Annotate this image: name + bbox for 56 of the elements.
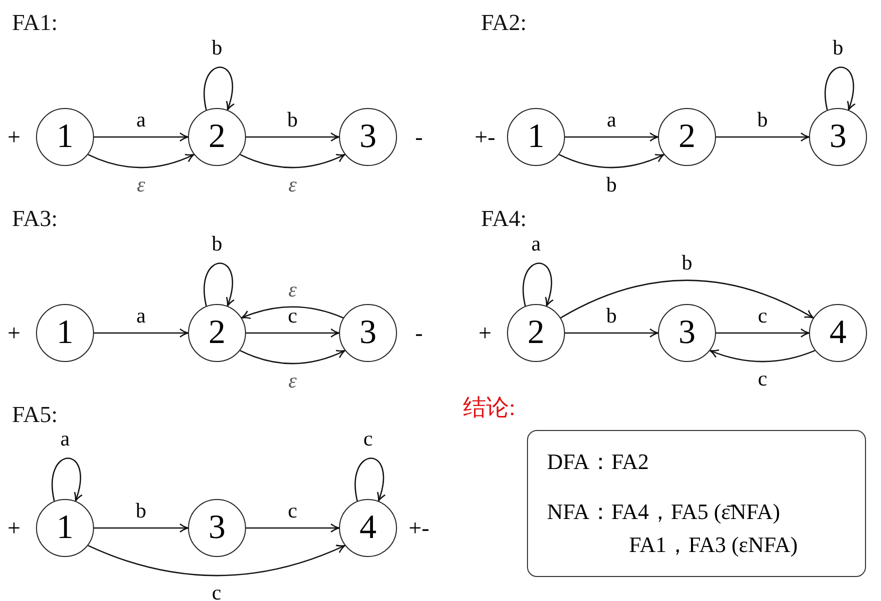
edge-label: ε — [136, 174, 146, 196]
edge-label: b — [136, 500, 146, 522]
conclusion-text: NFA：FA4，FA5 (ε̄NFA) FA1，FA3 (εNFA) — [547, 498, 799, 559]
state-circle: 2 — [188, 304, 246, 362]
edge-label: b — [212, 38, 222, 58]
edge-label: ε — [288, 174, 297, 196]
state-circle: 3 — [658, 304, 716, 362]
state-circle: 3 — [339, 304, 397, 362]
edge-label: b — [832, 38, 844, 58]
state-marker: +- — [474, 126, 496, 148]
automaton-label: FA4: — [481, 206, 527, 232]
edge-label: ε — [288, 279, 297, 300]
edge-label: c — [363, 428, 373, 450]
state-circle: 1 — [36, 108, 94, 166]
edge-label: a — [60, 428, 70, 450]
edge-label: a — [606, 110, 616, 130]
conclusion-text: DFA：FA2 — [547, 448, 649, 476]
state-marker: +- — [408, 516, 430, 540]
edge-label: b — [606, 306, 617, 326]
state-marker: - — [415, 322, 423, 344]
edge-label: a — [136, 110, 146, 130]
state-circle: 1 — [36, 304, 94, 362]
state-circle: 3 — [339, 108, 397, 166]
automaton-label: FA2: — [481, 10, 527, 36]
edge-label: a — [531, 234, 541, 254]
edge-label: c — [758, 306, 768, 326]
edge-label: b — [212, 234, 222, 254]
state-marker: + — [8, 322, 20, 344]
edge-label: b — [606, 174, 617, 196]
edge-label: b — [682, 252, 692, 274]
state-marker: + — [478, 322, 492, 344]
edge-label: b — [287, 110, 298, 130]
edge-label: ε — [288, 370, 297, 392]
conclusion-heading: 结论: — [463, 394, 516, 422]
state-marker: + — [8, 516, 20, 540]
state-circle: 2 — [188, 108, 246, 166]
edge-label: b — [757, 110, 768, 130]
state-circle: 4 — [339, 499, 397, 557]
edge-label: c — [212, 582, 222, 601]
automaton-label: FA5: — [12, 402, 58, 428]
state-circle: 2 — [658, 108, 716, 166]
edge-label: c — [288, 306, 298, 326]
state-marker: - — [415, 126, 423, 148]
state-circle: 1 — [36, 499, 94, 557]
state-circle: 3 — [809, 108, 867, 166]
conclusion-box — [527, 430, 866, 577]
state-marker: + — [8, 126, 20, 148]
state-circle: 1 — [507, 108, 565, 166]
edge-label: c — [288, 500, 298, 522]
automaton-label: FA1: — [12, 10, 58, 36]
state-circle: 4 — [809, 304, 867, 362]
automaton-label: FA3: — [12, 206, 58, 232]
edge-label: c — [758, 368, 768, 390]
state-circle: 2 — [507, 304, 565, 362]
edge-label: a — [136, 306, 146, 326]
state-circle: 3 — [188, 499, 246, 557]
